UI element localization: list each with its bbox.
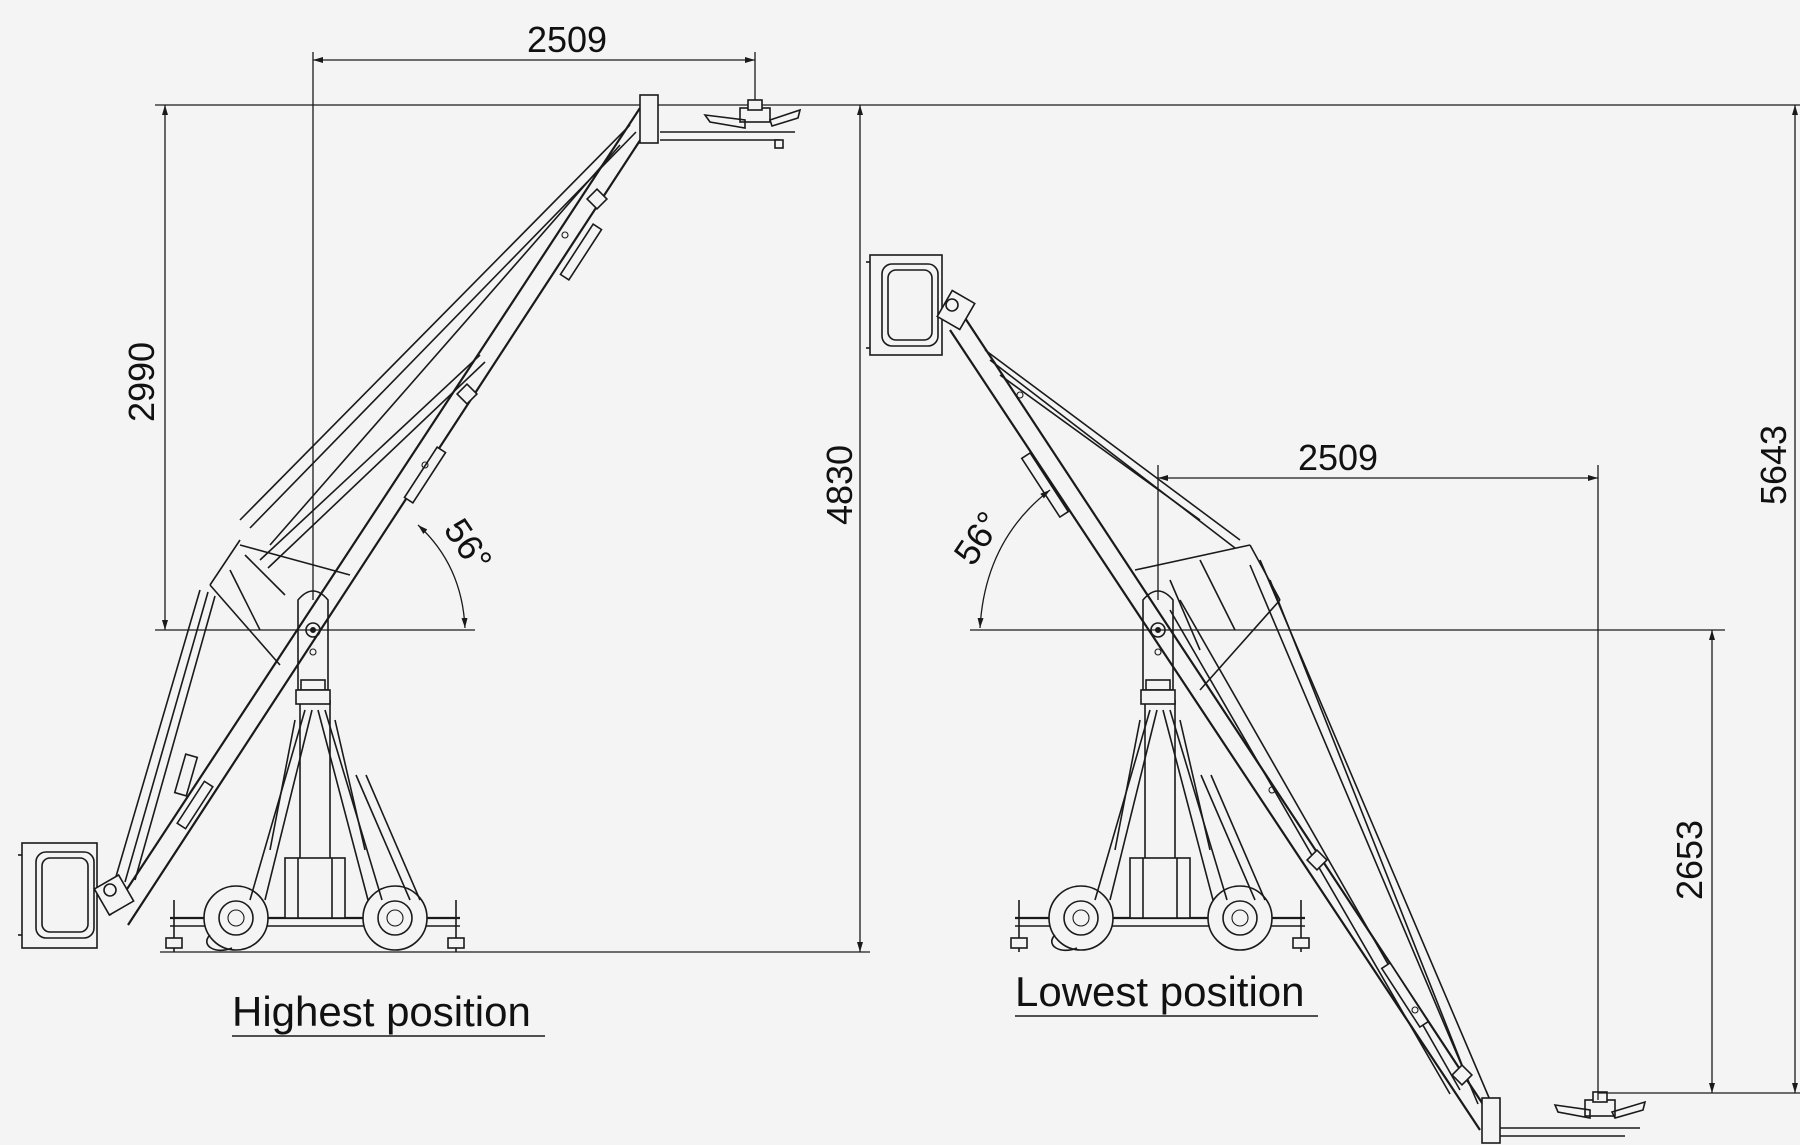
pivot-head-left (295, 590, 331, 705)
dim-right-total-height: 5643 (1753, 425, 1794, 505)
dim-left-total-height: 4830 (819, 445, 860, 525)
dolly-base-left (165, 700, 465, 952)
camera-head-right (1481, 1091, 1647, 1144)
pivot-head-right (1140, 590, 1176, 705)
caption-highest-position: Highest position (232, 988, 531, 1035)
camera-head-left (639, 94, 802, 149)
monitor-box-right (866, 254, 976, 356)
dimensions-left (155, 52, 863, 952)
dolly-base-right (1010, 700, 1310, 952)
monitor-box-left (18, 842, 135, 949)
dim-right-angle: 56° (945, 504, 1009, 572)
dim-right-pivot-height: 2653 (1669, 820, 1710, 900)
caption-lowest-position: Lowest position (1015, 968, 1305, 1015)
dim-left-boom-height: 2990 (121, 342, 162, 422)
dimensions-right (970, 105, 1800, 1100)
dim-left-angle: 56° (436, 511, 500, 579)
reference-lines (155, 104, 1800, 953)
dim-right-reach: 2509 (1298, 437, 1378, 478)
boom-left (109, 107, 653, 926)
crane-lowest-position (866, 105, 1800, 1144)
dim-left-top-reach: 2509 (527, 19, 607, 60)
crane-highest-position (18, 52, 863, 952)
boom-right (949, 317, 1493, 1131)
